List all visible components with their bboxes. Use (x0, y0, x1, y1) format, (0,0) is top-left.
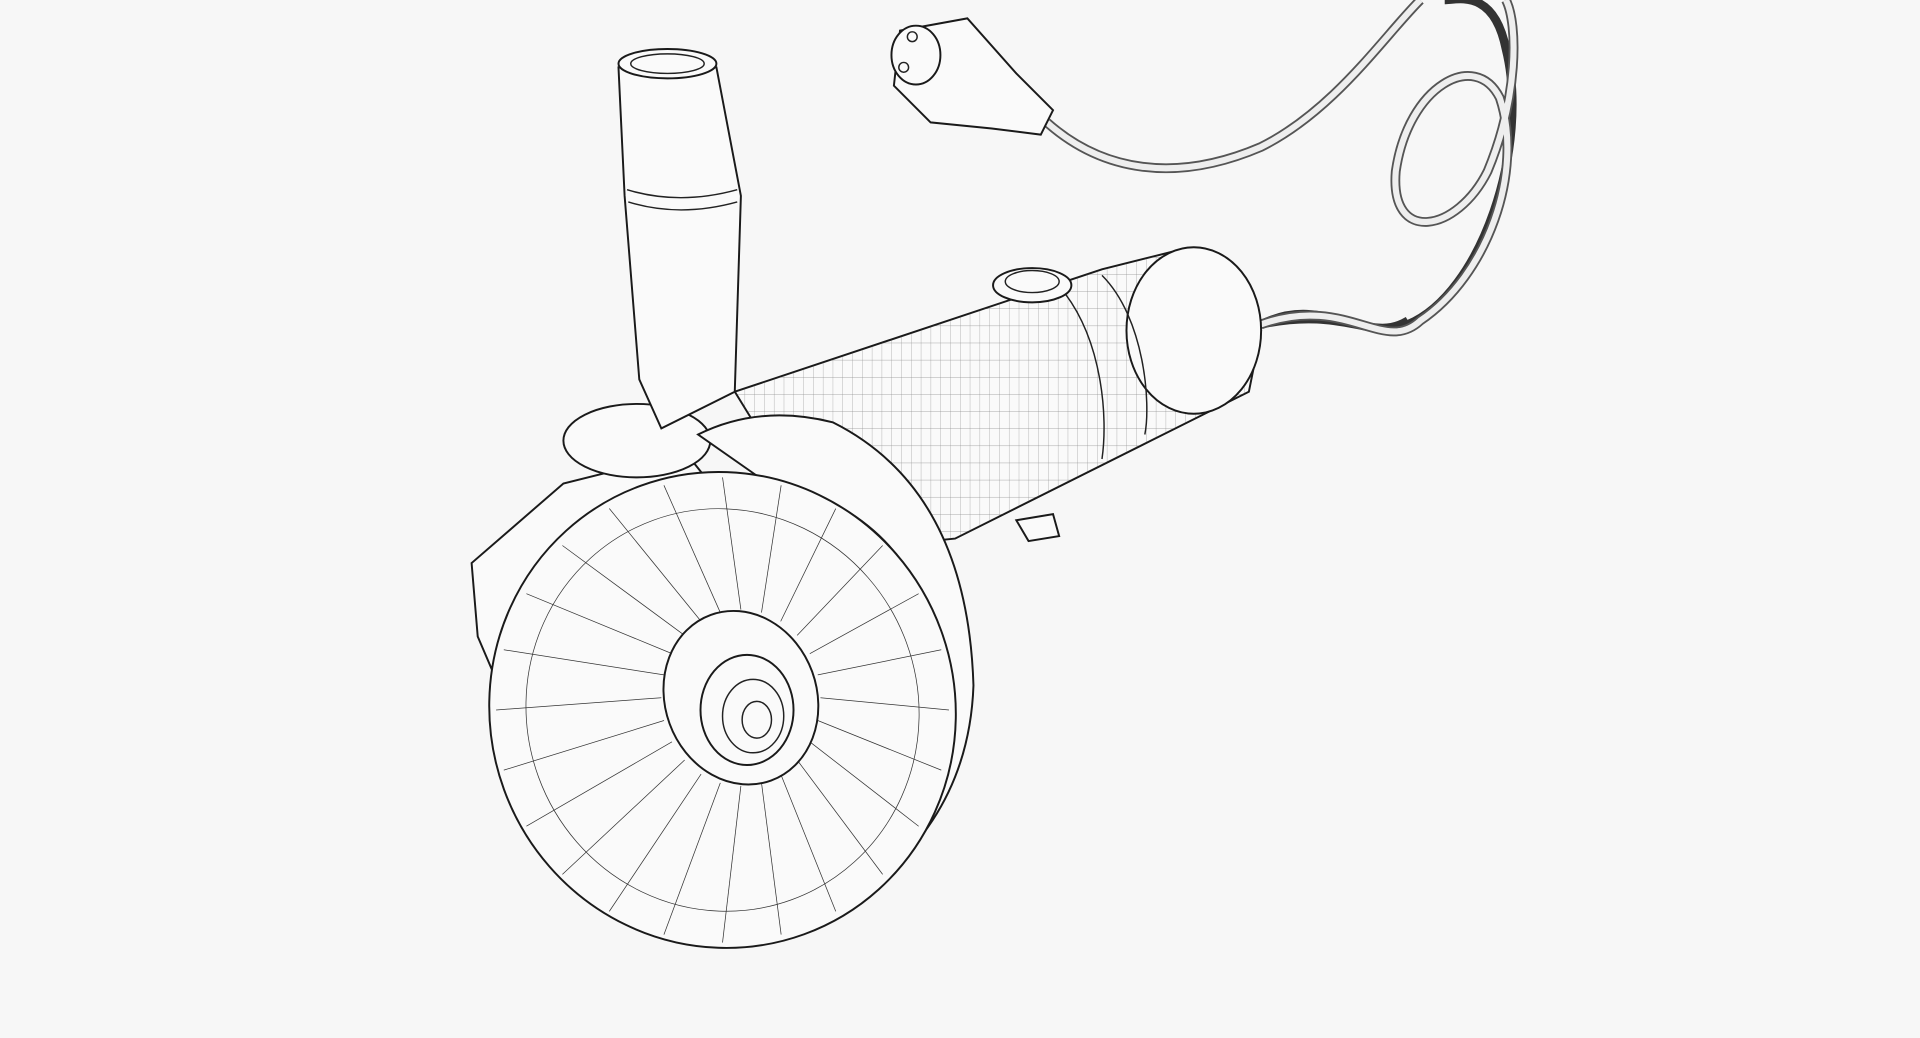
disc-spoke (526, 741, 673, 827)
disc-spoke (663, 485, 721, 613)
side-handle (617, 47, 742, 430)
disc-spoke (761, 485, 782, 613)
disc-spoke (809, 741, 919, 827)
disc-spoke (780, 508, 837, 622)
disc-spoke (761, 782, 782, 935)
power-plug (890, 17, 1055, 136)
disc-spoke (496, 697, 662, 711)
disc-spoke (562, 545, 685, 636)
disc-spoke (780, 773, 837, 912)
power-cord (1043, 0, 1519, 337)
disc-spoke (526, 593, 673, 654)
disc-spoke (796, 545, 883, 636)
disc-spoke (820, 697, 950, 711)
disc-spoke (503, 649, 665, 676)
cutting-disc (488, 470, 957, 949)
disc-spoke (609, 773, 702, 912)
disc-spoke (503, 720, 665, 771)
disc-spoke (609, 508, 702, 622)
disc-spoke (562, 759, 685, 875)
disc-spoke (817, 720, 942, 771)
disc-spoke (722, 477, 742, 610)
disc-spoke (663, 782, 721, 935)
disc-spoke (817, 649, 942, 676)
disc-spoke (809, 593, 919, 654)
disc-spoke (722, 785, 742, 943)
disc-spoke (796, 759, 883, 875)
